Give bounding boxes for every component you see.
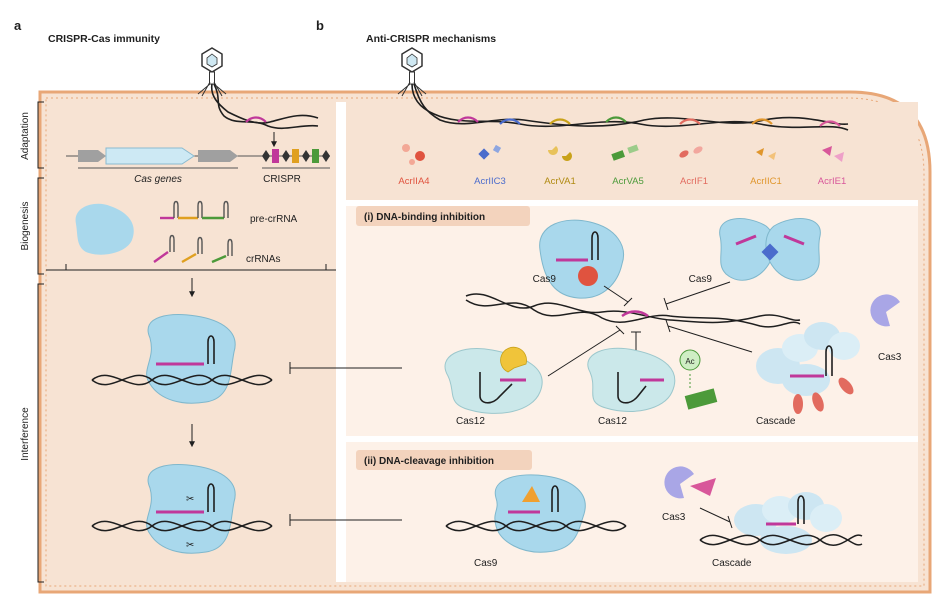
inhibition-arrows-i — [547, 281, 753, 377]
cas9-ii-label: Cas9 — [474, 558, 498, 569]
panel-b-letter: b — [316, 18, 324, 33]
cas-protein-blob — [75, 203, 134, 255]
acr-label-aciia4: AcrIIA4 — [398, 176, 429, 187]
cas9-complex-a1 — [91, 314, 273, 404]
acr-label-group: AcrIIA4 AcrIIC3 AcrVA1 AcrVA5 AcrIF1 Acr… — [398, 176, 846, 187]
svg-text:✂: ✂ — [186, 494, 194, 505]
cas9-right-label: Cas9 — [689, 274, 713, 285]
cas12-acrva5-complex — [587, 347, 718, 412]
cas9-acriic3-complex — [719, 218, 821, 281]
cascade-ii-label: Cascade — [712, 558, 752, 569]
acr-label-aciic1: AcrIIC1 — [750, 176, 782, 187]
cascade-label-i: Cascade — [756, 416, 796, 427]
cas12-acrva1-complex — [444, 346, 543, 414]
crispr-array — [262, 132, 330, 169]
cas-genes-label: Cas genes — [134, 174, 182, 185]
cas12-left-label: Cas12 — [456, 416, 485, 427]
acr-label-acrva1: AcrVA1 — [544, 176, 576, 187]
target-dna-i — [465, 293, 801, 328]
crrnas-label: crRNAs — [246, 254, 280, 265]
section-ii-tag — [356, 450, 532, 470]
panel-a-title: CRISPR-Cas immunity — [48, 33, 160, 45]
stage-biogenesis: Biogenesis — [20, 202, 31, 251]
acr-icon-acrif1 — [679, 146, 703, 158]
acr-label-aciic3: AcrIIC3 — [474, 176, 506, 187]
pre-crrna-label: pre-crRNA — [250, 214, 298, 225]
cas9-left-label: Cas9 — [533, 274, 557, 285]
cas3-ii-label: Cas3 — [662, 512, 686, 523]
section-i-title: (i) DNA-binding inhibition — [364, 212, 485, 223]
acr-icon-acrie1 — [822, 146, 844, 162]
panel-a-letter: a — [14, 18, 22, 33]
ac-label: Ac — [685, 357, 694, 366]
cascade-acrif1-complex — [756, 322, 860, 414]
phage-dna-a — [210, 83, 319, 130]
svg-text:✂: ✂ — [186, 540, 194, 551]
acr-icon-acrva5 — [611, 144, 639, 161]
acr-icon-aciia4 — [402, 144, 425, 165]
divider-top — [346, 200, 918, 206]
cas9-complex-a2: ✂ ✂ — [91, 464, 273, 554]
stage-brackets — [37, 101, 44, 583]
acr-icon-aciic1 — [756, 148, 776, 160]
acr-label-acrif1: AcrIF1 — [680, 176, 708, 187]
crrnas-icon — [153, 234, 233, 264]
section-i-tag — [356, 206, 530, 226]
acr-icon-aciic3 — [478, 144, 502, 160]
crispr-label: CRISPR — [263, 174, 301, 185]
phage-dna-b — [411, 83, 849, 131]
divider-vertical — [336, 102, 346, 582]
stage-adaptation: Adaptation — [20, 112, 31, 160]
cas9-acriia-cleavage-complex — [445, 474, 627, 553]
cas3-acrie1-complex — [664, 466, 733, 529]
cascade-ii-complex — [699, 492, 863, 554]
acr-label-acrie1: AcrIE1 — [818, 176, 847, 187]
phage-icon — [197, 47, 227, 97]
section-ii-title: (ii) DNA-cleavage inhibition — [364, 456, 494, 467]
stage-interference: Interference — [20, 407, 31, 461]
inhibition-lines — [289, 362, 402, 526]
panel-b-acr-area — [346, 102, 918, 206]
divider-mid — [346, 436, 918, 442]
cas3-icon — [870, 294, 900, 327]
pre-crrna-icon — [160, 200, 229, 220]
acr-icon-acrva1 — [548, 146, 572, 161]
acr-label-acrva5: AcrVA5 — [612, 176, 644, 187]
panel-b-title: Anti-CRISPR mechanisms — [366, 33, 496, 45]
cas3-label: Cas3 — [878, 352, 902, 363]
cas9-acriia4-complex — [539, 219, 624, 299]
cas12-mid-label: Cas12 — [598, 416, 627, 427]
phage-icon — [397, 47, 427, 97]
